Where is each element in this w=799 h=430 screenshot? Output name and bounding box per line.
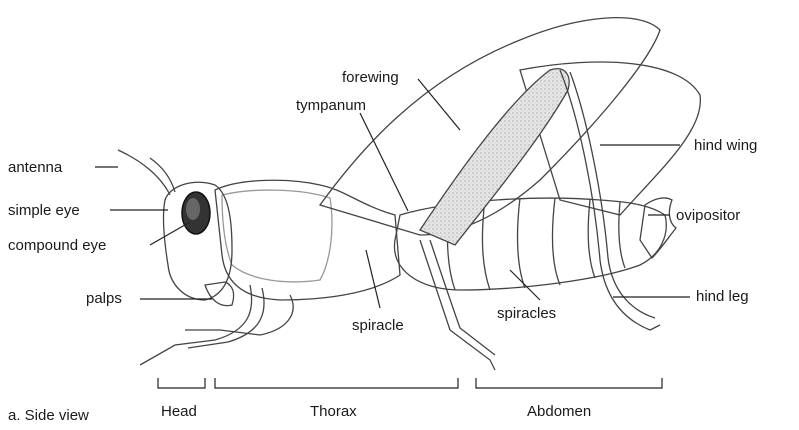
figure-caption: a. Side view bbox=[8, 407, 89, 424]
segment-thorax: Thorax bbox=[310, 403, 357, 420]
label-compound-eye: compound eye bbox=[8, 237, 106, 254]
label-palps: palps bbox=[86, 290, 122, 307]
segment-head: Head bbox=[161, 403, 197, 420]
compound-eye-leader bbox=[150, 222, 190, 245]
abdomen-bracket bbox=[476, 378, 662, 388]
segment-abdomen: Abdomen bbox=[527, 403, 591, 420]
label-tympanum: tympanum bbox=[296, 97, 366, 114]
tympanum-leader bbox=[360, 113, 408, 211]
label-antenna: antenna bbox=[8, 159, 63, 176]
label-hind-wing: hind wing bbox=[694, 137, 757, 154]
label-spiracle: spiracle bbox=[352, 317, 404, 334]
label-spiracles: spiracles bbox=[497, 305, 556, 322]
head-bracket bbox=[158, 378, 205, 388]
spiracles-leader bbox=[510, 270, 540, 300]
thorax-bracket bbox=[215, 378, 458, 388]
forewing-leader bbox=[418, 79, 460, 130]
label-hind-leg: hind leg bbox=[696, 288, 749, 305]
label-forewing: forewing bbox=[342, 69, 399, 86]
label-ovipositor: ovipositor bbox=[676, 207, 740, 224]
label-simple-eye: simple eye bbox=[8, 202, 80, 219]
spiracle-leader bbox=[366, 250, 380, 308]
